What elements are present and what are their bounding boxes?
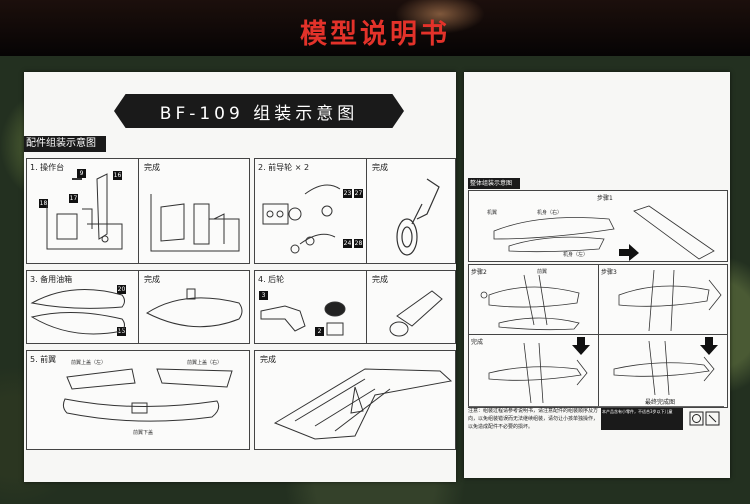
part-number: 2: [315, 327, 324, 336]
fuel-tank-parts-drawing: [30, 289, 125, 335]
panel-cockpit-done: 完成: [138, 158, 250, 264]
panel-label: 2. 前导轮 × 2: [258, 163, 310, 172]
done-plane-drawing: [488, 337, 590, 404]
part-label: 机身（右）: [537, 210, 563, 216]
panel-cockpit-step: 1. 操作台 9 16 17 18: [26, 158, 140, 264]
step2-panel: 步骤2 前翼: [468, 264, 600, 336]
part-number: 3: [259, 291, 268, 300]
step-label: 步骤3: [601, 269, 617, 276]
part-number: 9: [77, 169, 86, 178]
part-number: 24: [343, 239, 352, 248]
nose-wheel-done-drawing: [396, 178, 440, 256]
down-arrow-icon: [572, 337, 590, 355]
warning-box: 本产品含有小零件，不适合3岁以下儿童: [601, 408, 683, 430]
banner-title: 模型说明书: [300, 19, 450, 50]
final-label: 最终完成图: [645, 399, 676, 406]
light-glow: [395, 0, 485, 34]
panel-front-wing-step: 5. 前翼 前翼上盖（左） 前翼上盖（右） 前翼下盖: [26, 350, 250, 450]
part-number: 17: [69, 194, 78, 203]
part-number: 18: [39, 199, 48, 208]
part-number: 28: [354, 239, 363, 248]
step1-drawing: [493, 205, 715, 261]
panel-label: 3. 备用油箱: [30, 275, 73, 284]
banner: 模型说明书: [0, 0, 750, 56]
done-label: 完成: [260, 355, 276, 364]
done-label: 完成: [144, 163, 160, 172]
nose-wheel-parts-drawing: [262, 184, 341, 254]
tail-wheel-parts-drawing: [260, 301, 346, 336]
part-number: 16: [113, 171, 122, 180]
overall-assembly-sheet: 整体组装示意图 步骤1 机翼 机身（右） 机身（左） 步骤2 前翼 步骤: [464, 72, 730, 478]
part-label: 前翼: [537, 269, 548, 275]
part-number: 27: [354, 189, 363, 198]
panel-fuel-tank-done: 完成: [138, 270, 250, 344]
done-label: 完成: [372, 275, 388, 284]
step3-panel: 步骤3: [598, 264, 728, 336]
step2-drawing: [480, 274, 580, 331]
part-label: 前翼下盖: [133, 430, 154, 436]
fuel-tank-done-drawing: [146, 288, 243, 328]
panel-nose-wheel-step: 2. 前导轮 × 2 23 27 24 28: [254, 158, 368, 264]
part-label: 机翼: [487, 210, 498, 216]
safety-icons: [689, 411, 720, 426]
final-panel: 最终完成图: [598, 334, 728, 408]
notice-body: 注意：组装过程请参考说明书，请注意配件的组装顺序及方向，以免组装错误而无法继续组…: [468, 408, 599, 430]
final-plane-drawing: [613, 337, 718, 396]
step3-drawing: [618, 269, 722, 332]
cockpit-parts-drawing: [46, 173, 123, 250]
part-number: 23: [343, 189, 352, 198]
panel-label: 1. 操作台: [30, 163, 65, 172]
done-label: 完成: [144, 275, 160, 284]
done-label: 完成: [372, 163, 388, 172]
notice-text: 注意：组装过程请参考说明书，请注意配件的组装顺序及方向，以免组装错误而无法继续组…: [468, 406, 724, 433]
panel-tail-wheel-step: 4. 后轮 3 2: [254, 270, 368, 344]
part-number: 20: [117, 285, 126, 294]
front-wing-done-drawing: [273, 368, 453, 440]
panel-tail-wheel-done: 完成: [366, 270, 456, 344]
part-label: 前翼上盖（右）: [187, 360, 223, 366]
step1-panel: 步骤1 机翼 机身（右） 机身（左）: [468, 190, 728, 262]
panel-fuel-tank-step: 3. 备用油箱 20 15: [26, 270, 140, 344]
cockpit-done-drawing: [150, 194, 240, 252]
done-panel: 完成: [468, 334, 600, 408]
assembly-diagram-sheet: BF-109 组装示意图 配件组装示意图 1. 操作台 9 16 17 18 完…: [24, 72, 456, 482]
panel-label: 4. 后轮: [258, 275, 285, 284]
panel-label: 5. 前翼: [30, 355, 57, 364]
done-label: 完成: [471, 339, 484, 346]
part-label: 前翼上盖（左）: [71, 360, 107, 366]
step-label: 步骤2: [471, 269, 487, 276]
tail-wheel-done-drawing: [389, 290, 443, 337]
section-heading: 整体组装示意图: [468, 178, 521, 189]
front-wing-parts-drawing: [62, 368, 233, 422]
panel-nose-wheel-done: 完成: [366, 158, 456, 264]
sheet-title: BF-109 组装示意图: [114, 94, 404, 128]
down-arrow-icon: [700, 337, 718, 355]
section-heading: 配件组装示意图: [24, 136, 106, 152]
part-label: 机身（左）: [563, 252, 589, 258]
panel-front-wing-done: 完成: [254, 350, 456, 450]
arrow-icon: [619, 244, 639, 261]
step-label: 步骤1: [597, 195, 613, 202]
